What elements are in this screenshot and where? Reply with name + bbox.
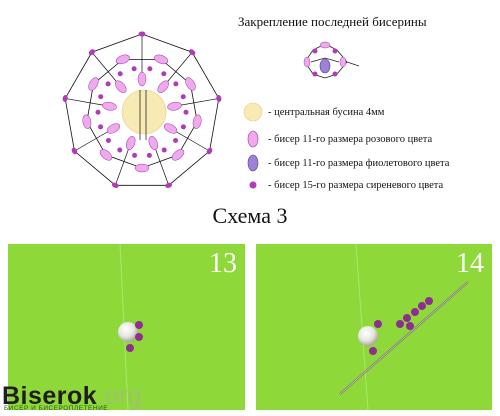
closure-diagram (303, 41, 360, 79)
closure-lilac-bead (332, 71, 338, 77)
lilac-bead (105, 81, 111, 87)
pink-bead (115, 80, 127, 93)
step-photo-13: 13 (8, 244, 245, 410)
outer-thread (64, 33, 220, 186)
lilac-bead (98, 124, 104, 130)
lilac-bead (161, 147, 167, 153)
lilac-bead (105, 137, 111, 143)
thread-arrow (162, 51, 193, 87)
beading-diagram (62, 31, 222, 188)
pink-seed-bead-icon (247, 130, 259, 148)
closure-lilac-bead (332, 48, 338, 54)
lilac-bead (183, 109, 189, 115)
lilac-bead (206, 147, 213, 155)
lilac-bead (117, 71, 123, 77)
pink-bead (126, 136, 136, 150)
thread-arrow (174, 97, 220, 107)
pink-bead (185, 77, 196, 91)
legend-label: - бисер 11-го размера розового цвета (268, 133, 433, 145)
step-photo-14: 14 (256, 244, 492, 410)
closure-pink-bead (339, 56, 347, 68)
lilac-bead (146, 152, 152, 158)
pink-bead (106, 123, 121, 134)
pink-bead (171, 149, 185, 161)
legend-item-lilac-bead: - бисер 15-го размера сиреневого цвета (242, 175, 443, 195)
lilac-bead (98, 94, 104, 100)
lilac-bead (138, 31, 146, 37)
legend-label: - бисер 15-го размера сиреневого цвета (268, 179, 444, 191)
closure-title: Закрепление последней бисерины (238, 14, 427, 29)
lilac-bead (189, 49, 196, 56)
pink-bead (88, 77, 99, 91)
closure-violet-bead (319, 58, 331, 74)
lilac-bead (95, 109, 101, 115)
logo-tagline: БИСЕР И БИСЕРОПЛЕТЕНИЕ (4, 405, 109, 412)
lilac-bead (131, 66, 137, 72)
legend-label: - центральная бусина 4мм (268, 106, 385, 118)
lilac-bead (180, 94, 186, 100)
thread-arrow (170, 128, 210, 152)
logo-name: Biserok (2, 382, 98, 410)
legend-item-pink-bead: - бисер 11-го размера розового цвета (242, 129, 432, 149)
pink-bead (99, 149, 113, 161)
thread-arrow (114, 142, 132, 186)
lilac-bead (180, 124, 186, 130)
closure-lilac-bead (312, 48, 318, 54)
closure-lilac-bead (312, 71, 318, 77)
pink-bead (82, 114, 92, 129)
pink-bead (163, 123, 178, 134)
pink-bead (154, 54, 169, 65)
violet-seed-bead-icon (247, 154, 259, 172)
pink-bead (102, 101, 117, 111)
small-lilac-bead-icon (249, 181, 257, 189)
beadwork-photo-14 (339, 244, 469, 410)
thread-arrow (152, 142, 170, 186)
pink-bead (134, 163, 150, 173)
pink-bead (157, 80, 169, 93)
thread-arrow (91, 51, 122, 87)
pink-bead (167, 101, 182, 111)
step-number: 14 (456, 248, 484, 279)
legend-label: - бисер 11-го размера фиолетового цвета (268, 157, 450, 169)
lilac-bead (173, 81, 179, 87)
logo-tld: .org (97, 382, 143, 410)
pink-bead (148, 136, 158, 150)
beadwork-photo-13 (118, 244, 143, 410)
closure-pink-bead (303, 56, 311, 68)
step-number: 13 (209, 248, 237, 279)
thread-arrow (74, 128, 114, 152)
lilac-bead (111, 182, 119, 188)
lilac-bead (147, 66, 153, 72)
central-bead (121, 89, 167, 135)
thread-arrow (64, 97, 110, 107)
pink-bead (115, 54, 130, 65)
lilac-bead (88, 49, 95, 56)
lilac-bead (173, 137, 179, 143)
lilac-bead (62, 94, 68, 102)
lilac-bead (161, 71, 167, 77)
large-pale-yellow-bead-icon (243, 102, 263, 122)
legend-item-violet-bead: - бисер 11-го размера фиолетового цвета (242, 153, 449, 173)
closure-pink-bead (319, 41, 331, 49)
lilac-bead (132, 152, 138, 158)
site-logo: Biserok.org (2, 382, 142, 411)
lilac-bead (71, 147, 78, 155)
pink-bead (137, 71, 147, 87)
lilac-bead (216, 94, 222, 102)
scheme-title: Схема 3 (212, 203, 288, 228)
lilac-bead (117, 147, 123, 153)
lilac-bead (165, 182, 173, 188)
pink-bead (192, 114, 202, 129)
legend-item-central-bead: - центральная бусина 4мм (242, 102, 384, 122)
